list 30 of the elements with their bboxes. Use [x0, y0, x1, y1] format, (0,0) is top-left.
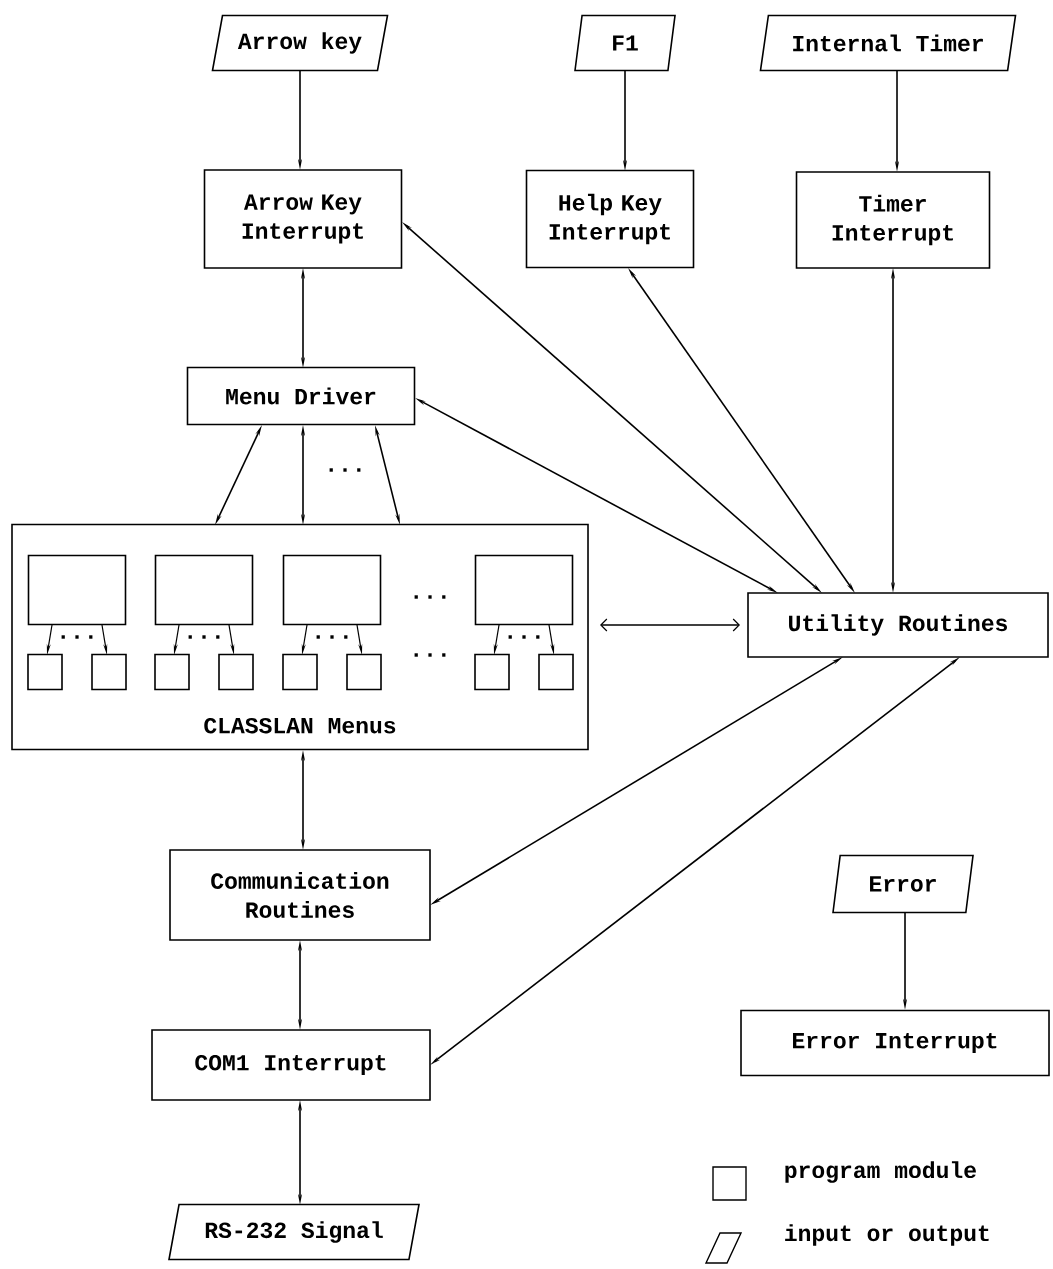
module-box: COM1 Interrupt — [151, 1029, 431, 1101]
menu-box — [27, 554, 127, 626]
submenu-box — [346, 653, 382, 691]
submenu-box — [218, 653, 254, 691]
menu-box — [154, 554, 254, 626]
ellipsis: ... — [508, 635, 540, 639]
module-box: Arrow Key Interrupt — [203, 169, 403, 269]
legend-text: input or output — [785, 1224, 989, 1246]
submenu-box — [282, 653, 318, 691]
module-box: Error Interrupt — [740, 1009, 1050, 1077]
ellipsis: ... — [414, 595, 446, 599]
submenu-box — [27, 653, 63, 691]
ellipsis: ... — [329, 468, 361, 472]
module-box: Timer Interrupt — [795, 171, 991, 269]
menu-box — [474, 554, 574, 626]
legend-text: program module — [785, 1161, 976, 1183]
submenu-box — [91, 653, 127, 691]
ellipsis: ... — [316, 635, 348, 639]
submenu-box — [474, 653, 510, 691]
module-box: Help Key Interrupt — [525, 169, 695, 269]
submenu-box — [538, 653, 574, 691]
menu-box — [282, 554, 382, 626]
ellipsis: ... — [61, 635, 93, 639]
arrow — [600, 618, 740, 632]
submenu-box — [154, 653, 190, 691]
module-box: Menu Driver — [186, 366, 416, 426]
module-box: Communication Routines — [169, 849, 431, 941]
ellipsis: ... — [414, 653, 446, 657]
module-box: Utility Routines — [747, 592, 1049, 658]
ellipsis: ... — [188, 635, 220, 639]
